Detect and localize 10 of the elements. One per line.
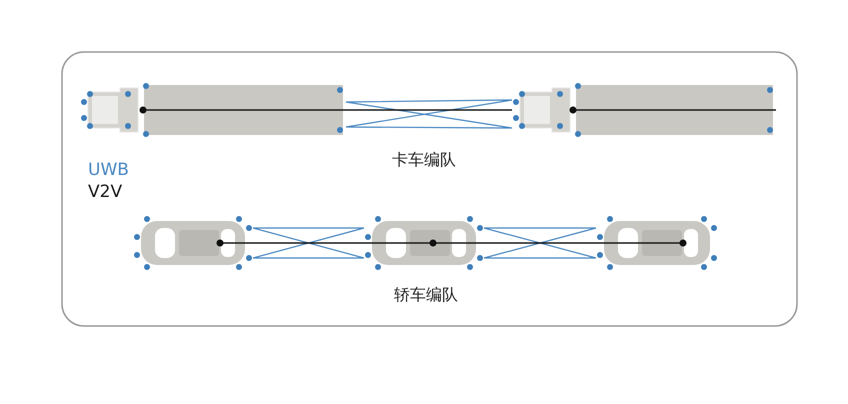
uwb-link-lines <box>345 99 513 129</box>
group-caption: 轿车编队 <box>394 285 458 306</box>
v2v-link-line <box>253 242 364 244</box>
legend-label: V2V <box>88 182 122 202</box>
legend-label: UWB <box>88 160 129 180</box>
uwb-link-lines <box>252 227 365 259</box>
v2v-link-line <box>346 109 512 111</box>
v2v-link-line <box>484 242 596 244</box>
group-caption: 卡车编队 <box>392 150 456 171</box>
uwb-link-lines <box>483 227 597 259</box>
